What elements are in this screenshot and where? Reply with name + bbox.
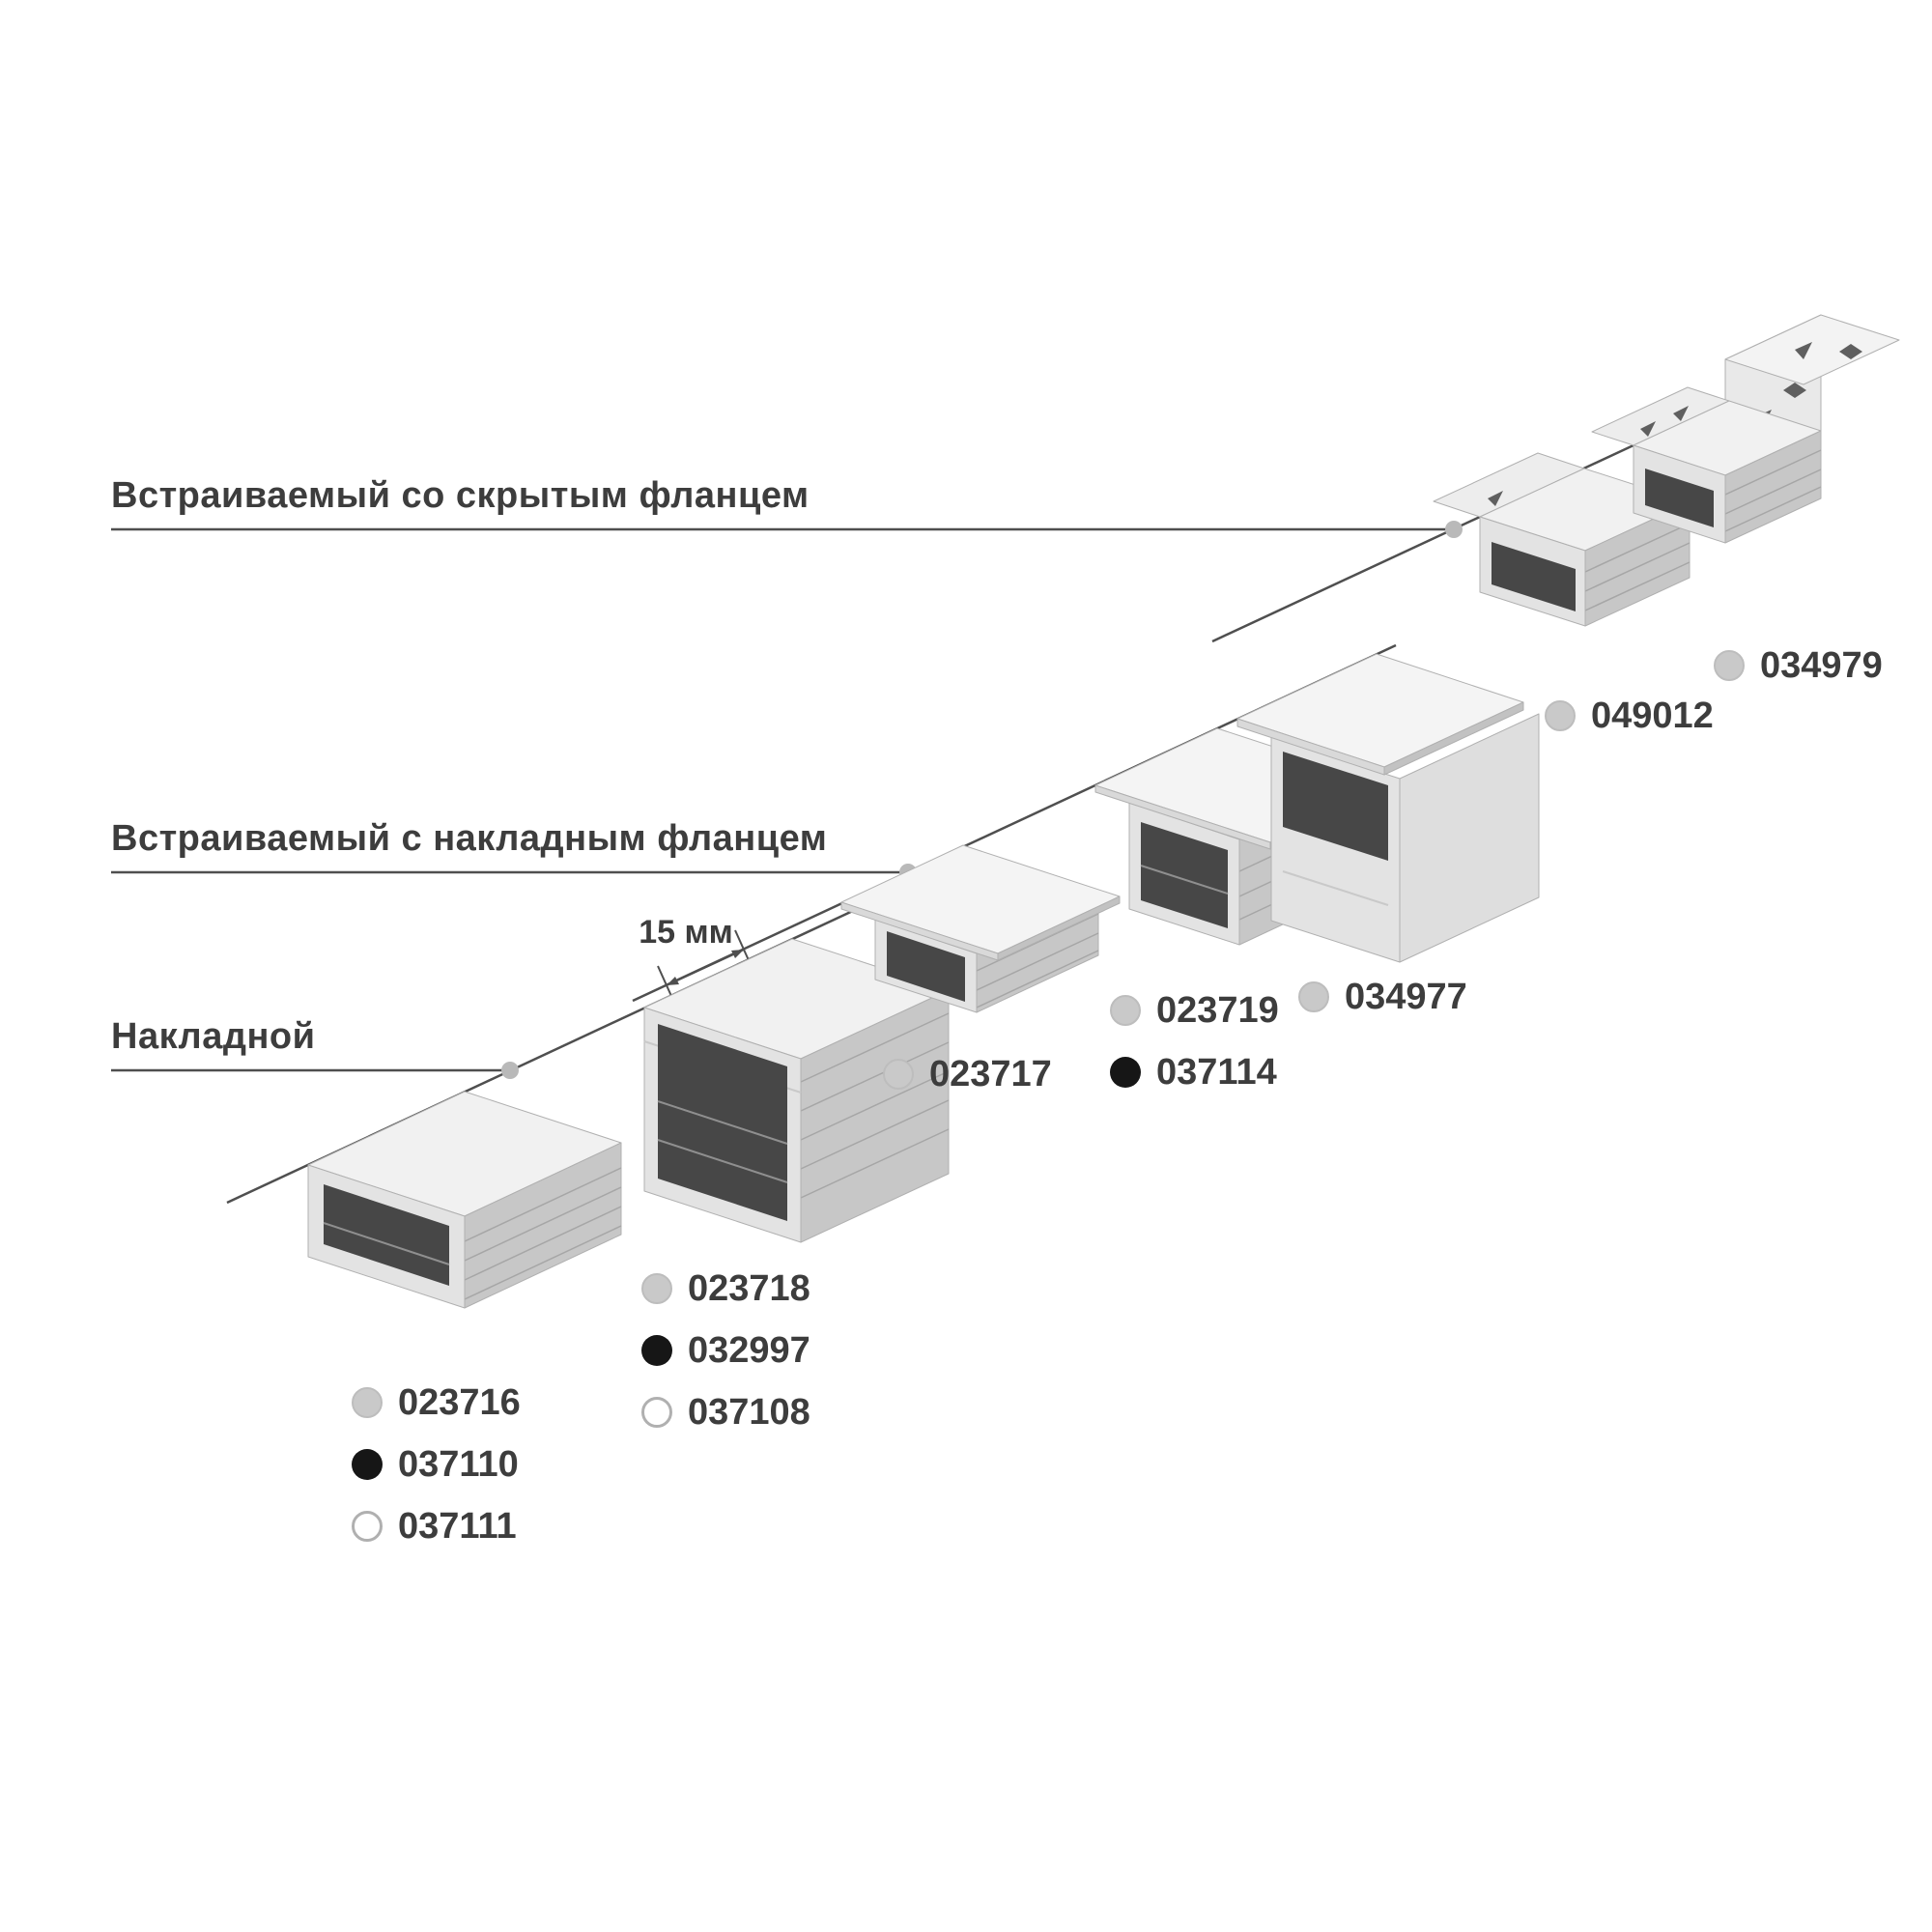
code-group-recessed-flange-low: 023717	[883, 1053, 1052, 1115]
profile-3-channel-slot	[887, 931, 965, 1002]
variant-dot	[883, 1059, 914, 1090]
profile-5-flange-right-edge	[1383, 701, 1524, 776]
variant-dot	[641, 1397, 672, 1428]
code-group-hidden-flange-bracket: 034979	[1714, 644, 1883, 706]
code-row: 037114	[1110, 1051, 1279, 1094]
category-label-hidden-flange: Встраиваемый со скрытым фланцем	[111, 475, 810, 516]
product-code: 023718	[688, 1267, 810, 1309]
code-row: 023717	[883, 1053, 1052, 1095]
code-row: 037111	[352, 1505, 521, 1548]
profile-7-bracket-hole	[1783, 383, 1806, 398]
profile-hidden-flange-low	[1433, 452, 1719, 627]
profile-1-channel-slot	[324, 1184, 449, 1286]
profile-hidden-flange-bracket	[1591, 314, 1900, 544]
variant-dot	[1545, 700, 1576, 731]
dimension-arrowhead-left	[667, 977, 679, 985]
variant-dot	[1298, 981, 1329, 1012]
code-row: 023716	[352, 1381, 521, 1424]
code-group-recessed-deep: 034977	[1298, 976, 1467, 1037]
variant-dot	[1110, 995, 1141, 1026]
profile-7-bracket-top	[1724, 314, 1900, 385]
profile-recessed-deep	[1236, 653, 1540, 963]
profile-6-wing-hole	[1488, 491, 1503, 506]
code-row: 034977	[1298, 976, 1467, 1018]
leader-dot-surface	[501, 1062, 519, 1079]
code-row: 023719	[1110, 989, 1279, 1032]
code-group-surface-low: 023716 037110 037111	[352, 1381, 521, 1567]
variant-dot	[352, 1387, 383, 1418]
product-code: 037110	[398, 1443, 519, 1485]
profile-surface-low	[307, 1091, 622, 1309]
product-code: 034977	[1345, 976, 1467, 1017]
category-label-surface: Накладной	[111, 1016, 316, 1057]
profile-4-channel-slot	[1141, 822, 1228, 928]
dimension-15mm: 15 мм	[639, 914, 753, 1006]
dimension-arrow-line	[666, 949, 745, 986]
code-row: 034979	[1714, 644, 1883, 687]
code-row: 023718	[641, 1267, 810, 1310]
variant-dot	[641, 1273, 672, 1304]
profile-surface-high	[643, 938, 950, 1243]
profile-7-bracket-hole	[1839, 344, 1862, 359]
code-row: 037108	[641, 1391, 810, 1434]
variant-dot	[1110, 1057, 1141, 1088]
variant-dot	[352, 1511, 383, 1542]
profile-7-wing-hole	[1640, 421, 1656, 437]
product-code: 037111	[398, 1505, 517, 1547]
profile-6-channel-slot	[1492, 542, 1576, 611]
profile-recessed-flange-low	[840, 844, 1121, 1013]
profile-7-wing-hole	[1673, 406, 1689, 421]
code-group-surface-high: 023718 032997 037108	[641, 1267, 810, 1453]
dimension-label: 15 мм	[639, 914, 733, 951]
variant-dot	[641, 1335, 672, 1366]
variant-dot	[1714, 650, 1745, 681]
code-group-hidden-flange-low: 049012	[1545, 695, 1714, 756]
code-row: 049012	[1545, 695, 1714, 737]
profile-7-channel-slot	[1645, 469, 1714, 527]
product-code: 037108	[688, 1391, 810, 1433]
product-code: 037114	[1156, 1051, 1277, 1093]
code-row: 032997	[641, 1329, 810, 1372]
profile-3-flange-right-edge	[997, 895, 1121, 961]
category-label-surface-flange: Встраиваемый с накладным фланцем	[111, 818, 828, 859]
profile-5-channel-slot	[1283, 752, 1388, 861]
dimension-arrowhead-right	[731, 950, 744, 958]
product-code: 023719	[1156, 989, 1279, 1031]
product-code: 034979	[1760, 644, 1883, 686]
code-group-recessed-flange-high: 023719 037114	[1110, 989, 1279, 1113]
product-code: 032997	[688, 1329, 810, 1371]
leader-dot-hidden-flange	[1445, 521, 1463, 538]
product-code: 049012	[1591, 695, 1714, 736]
profile-7-bracket-hole	[1795, 342, 1812, 359]
variant-dot	[352, 1449, 383, 1480]
code-row: 037110	[352, 1443, 521, 1486]
product-code: 023716	[398, 1381, 521, 1423]
product-code: 023717	[929, 1053, 1052, 1094]
